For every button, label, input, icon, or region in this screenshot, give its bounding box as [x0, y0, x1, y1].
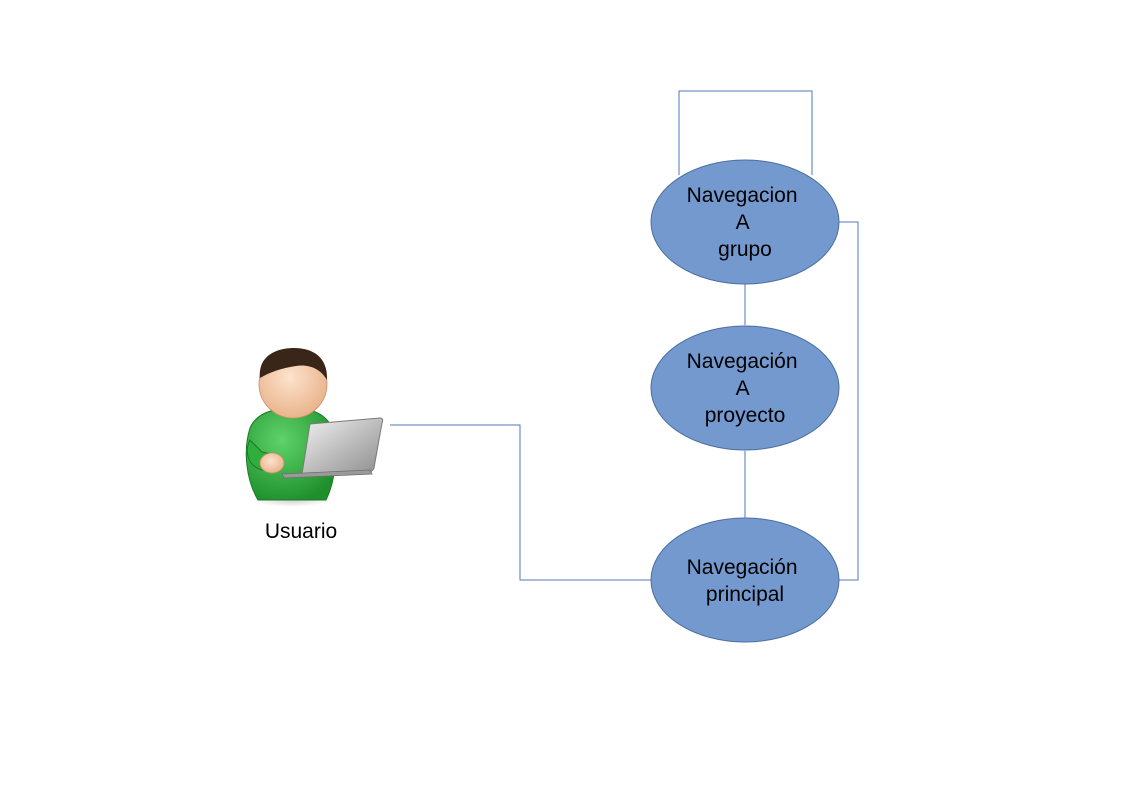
node-label-line: Navegación: [687, 350, 798, 373]
node-label-line: Navegación: [687, 556, 798, 579]
node-label-line: Navegacion: [687, 184, 798, 207]
use-case-navegacion-a-proyecto[interactable]: Navegación A proyecto: [650, 325, 840, 451]
node-label-line: proyecto: [705, 404, 786, 427]
svg-text:Navegación principal: Navegación principal: [687, 556, 804, 606]
user-with-laptop-icon[interactable]: [245, 348, 384, 507]
node-label-line: grupo: [718, 238, 772, 261]
node-label-line: principal: [706, 583, 784, 606]
edge-grupo-principal: [838, 221, 859, 581]
edge-usuario-principal: [390, 424, 651, 581]
svg-text:Navegación A proye: Navegación A proyecto: [687, 350, 804, 427]
use-case-navegacion-principal[interactable]: Navegación principal: [650, 517, 840, 643]
connectors: [390, 90, 859, 581]
svg-text:Navegacion A grupo: Navegacion A grupo: [687, 184, 804, 261]
use-case-navegacion-a-grupo[interactable]: Navegacion A grupo: [650, 159, 840, 285]
actor-label-usuario: Usuario: [264, 520, 338, 543]
node-label-line: A: [736, 211, 750, 234]
edge-grupo-self-loop: [678, 90, 813, 175]
node-label-line: A: [736, 377, 750, 400]
